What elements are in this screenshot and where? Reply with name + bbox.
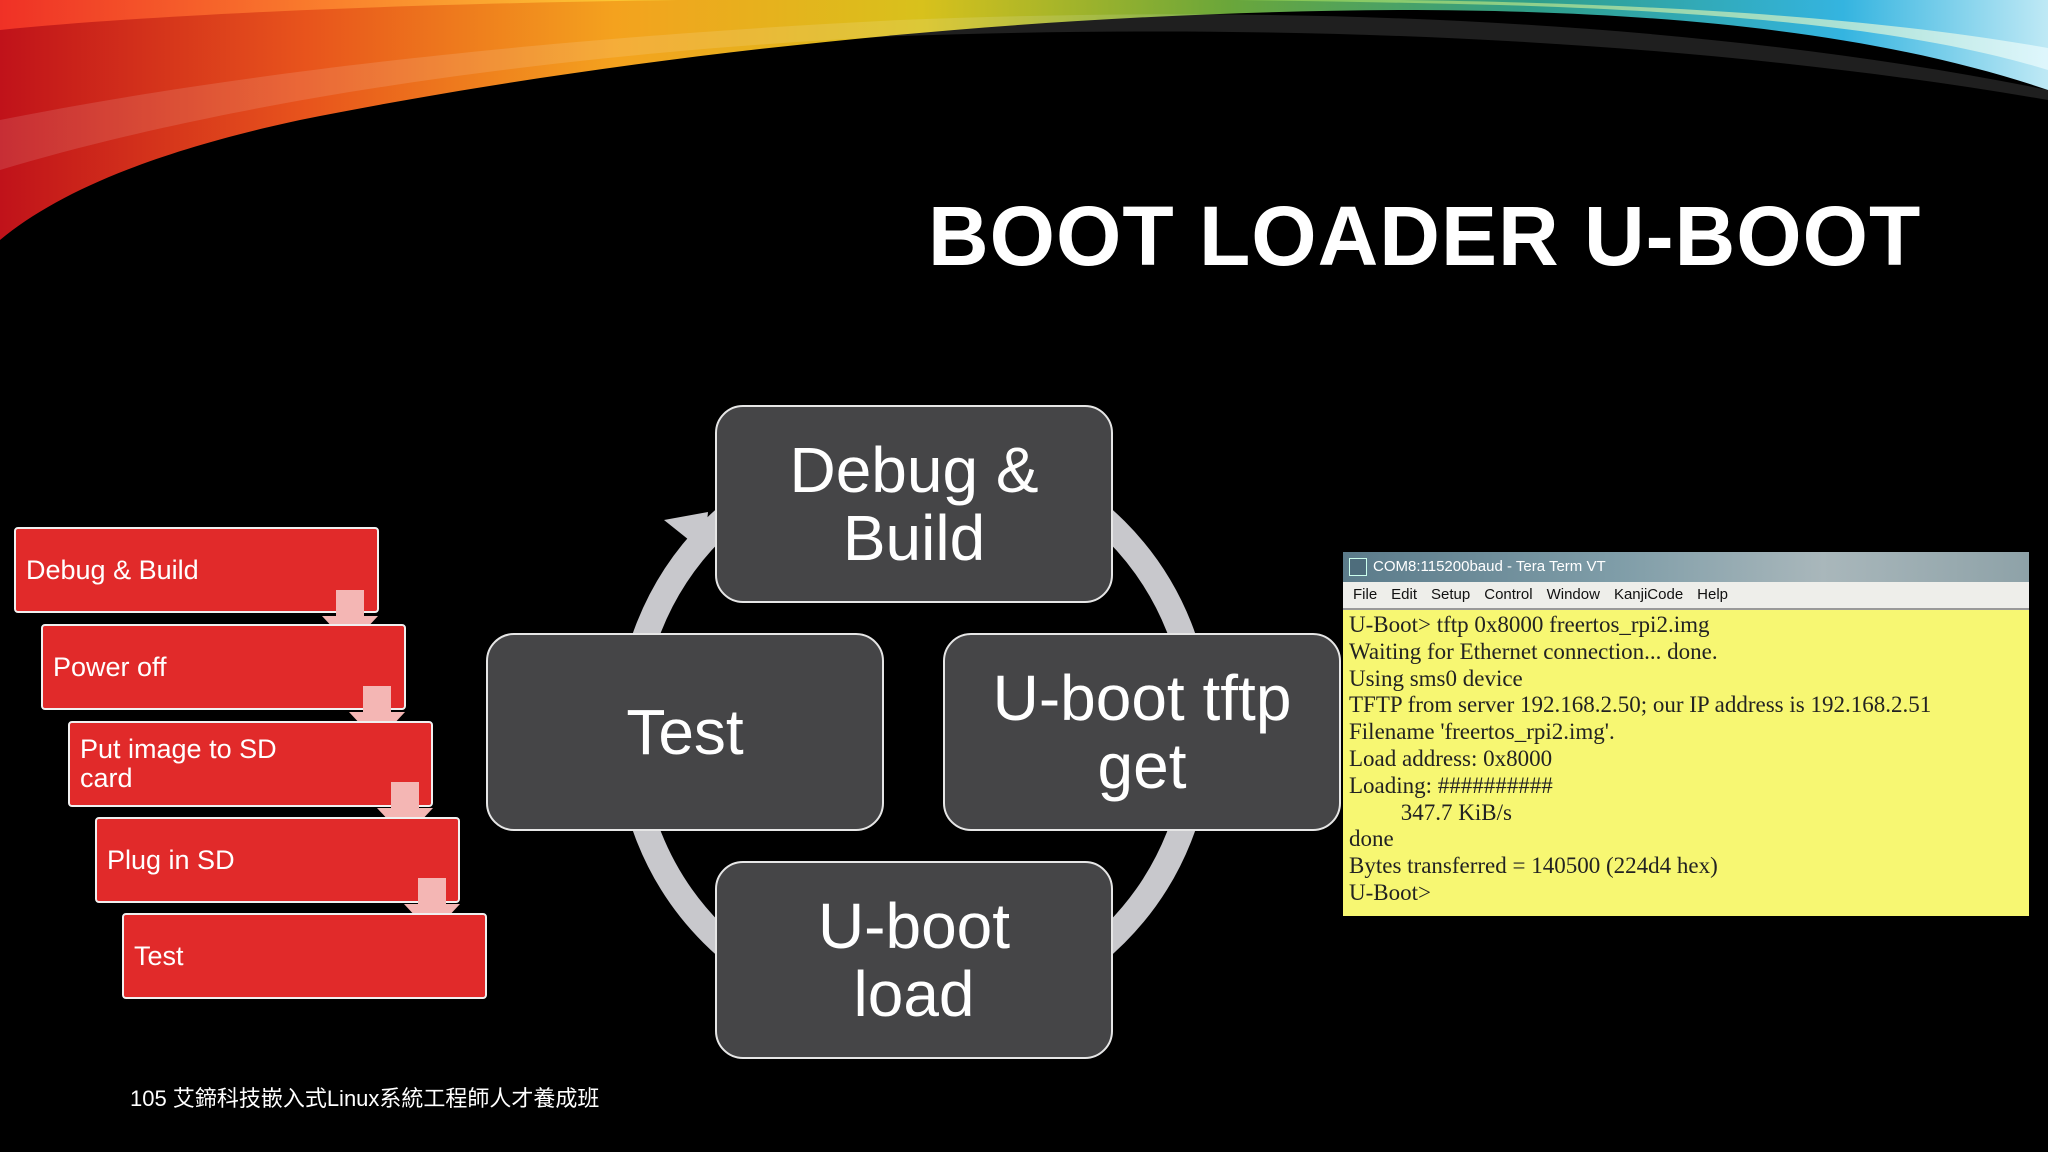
step-label: Power off xyxy=(53,651,167,682)
step-power-off: Power off xyxy=(41,624,406,710)
menu-setup[interactable]: Setup xyxy=(1431,586,1471,603)
cycle-node-label: Debug & Build xyxy=(789,434,1039,574)
cycle-node-tftp-get: U-boot tftp get xyxy=(943,633,1341,831)
down-arrow-icon xyxy=(404,878,460,934)
menu-control[interactable]: Control xyxy=(1484,586,1533,603)
step-test: Test xyxy=(122,913,487,999)
cycle-arrowhead-icon xyxy=(664,512,708,552)
down-arrow-icon xyxy=(349,686,405,742)
terminal-line: 347.7 KiB/s xyxy=(1349,799,1512,825)
terminal-title: COM8:115200baud - Tera Term VT xyxy=(1373,558,1606,575)
terminal-line: Filename 'freertos_rpi2.img'. xyxy=(1349,719,1615,745)
cycle-node-label: Test xyxy=(626,696,744,768)
terminal-line: Bytes transferred = 140500 (224d4 hex) xyxy=(1349,853,1718,879)
menu-window[interactable]: Window xyxy=(1546,586,1600,603)
terminal-app-icon xyxy=(1349,558,1367,576)
cycle-node-debug-build: Debug & Build xyxy=(715,405,1113,603)
step-label: Test xyxy=(134,940,184,971)
terminal-line: Using sms0 device xyxy=(1349,665,1523,691)
step-debug-build: Debug & Build xyxy=(14,527,379,613)
terminal-line: Waiting for Ethernet connection... done. xyxy=(1349,638,1718,664)
down-arrow-icon xyxy=(377,782,433,838)
step-label: Debug & Build xyxy=(26,554,199,585)
terminal-line: U-Boot> tftp 0x8000 freertos_rpi2.img xyxy=(1349,612,1710,637)
terminal-window: COM8:115200baud - Tera Term VT File Edit… xyxy=(1343,552,2029,916)
menu-kanjicode[interactable]: KanjiCode xyxy=(1613,586,1684,603)
cycle-node-label: U-boot load xyxy=(817,890,1011,1030)
step-label: Plug in SD xyxy=(107,844,235,875)
menu-edit[interactable]: Edit xyxy=(1391,586,1418,603)
terminal-line: Load address: 0x8000 xyxy=(1349,745,1553,771)
slide-footer: 105 艾鍗科技嵌入式Linux系統工程師人才養成班 xyxy=(130,1086,600,1111)
down-arrow-icon xyxy=(322,590,378,646)
cycle-node-uboot-load: U-boot load xyxy=(715,861,1113,1059)
rainbow-banner xyxy=(0,0,2048,240)
step-plug-in-sd: Plug in SD xyxy=(95,817,460,903)
cycle-node-test: Test xyxy=(486,633,884,831)
terminal-line: U-Boot> xyxy=(1349,879,1431,905)
terminal-line: done xyxy=(1349,826,1394,852)
slide-title: BOOT LOADER U-BOOT xyxy=(928,189,1922,283)
terminal-titlebar: COM8:115200baud - Tera Term VT xyxy=(1343,552,2029,582)
terminal-line: Loading: ########## xyxy=(1349,772,1553,798)
menu-file[interactable]: File xyxy=(1353,586,1378,603)
menu-help[interactable]: Help xyxy=(1697,586,1729,603)
cycle-node-label: U-boot tftp get xyxy=(992,662,1292,802)
step-label: Put image to SD card xyxy=(80,734,277,793)
terminal-menubar: File Edit Setup Control Window KanjiCode… xyxy=(1343,582,2029,610)
terminal-line: TFTP from server 192.168.2.50; our IP ad… xyxy=(1349,692,1932,718)
step-put-image: Put image to SD card xyxy=(68,721,433,807)
